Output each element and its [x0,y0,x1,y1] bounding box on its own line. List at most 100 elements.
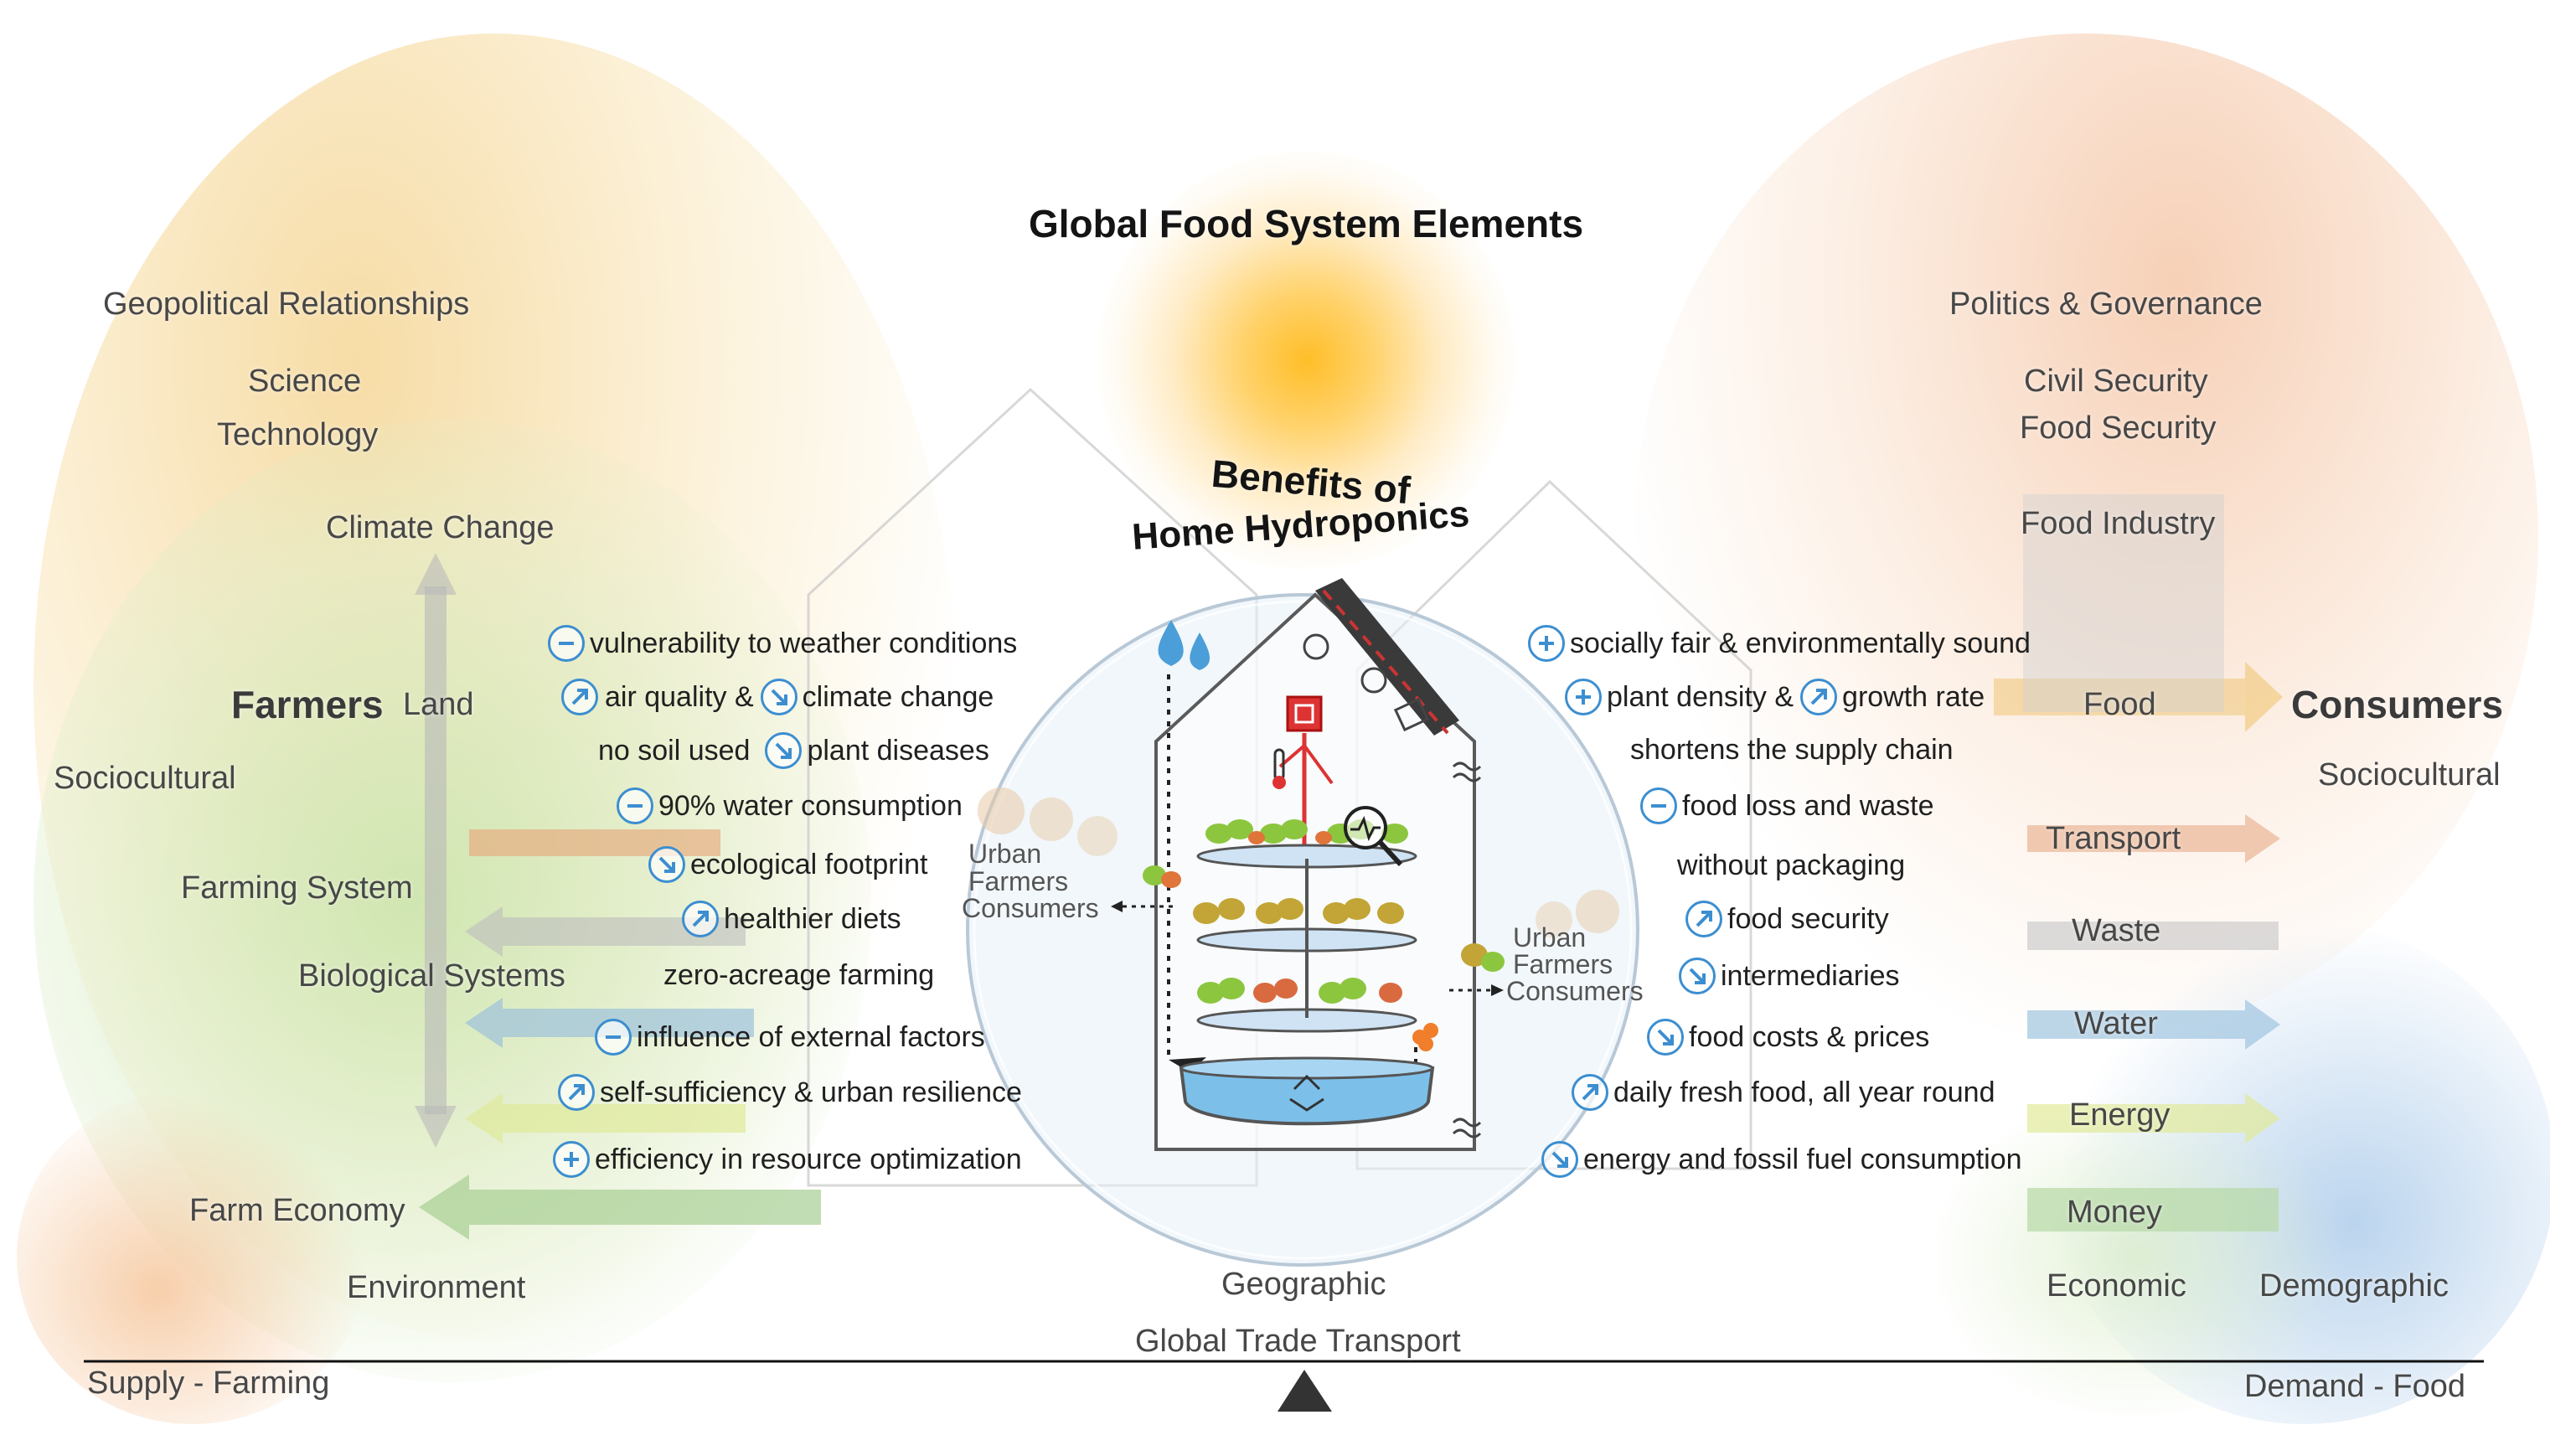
label-food-security: Food Security [2020,410,2217,446]
benefit-left-4: ecological footprint [648,846,928,883]
benefit-text: food costs & prices [1689,1021,1930,1053]
benefit-text: without packaging [1677,849,1906,881]
benefit-text: no soil used [598,735,751,767]
label-farmers: Farmers [231,683,384,726]
benefit-text-2: growth rate [1842,681,1985,713]
benefit-text: intermediaries [1721,960,1900,992]
bg-right-green [1927,1089,2346,1424]
minus-icon [1640,787,1677,824]
decrease-arrow-icon [1541,1141,1578,1178]
urban-left-line1: Urban [968,839,1042,869]
benefit-text: air quality & [605,681,754,713]
benefit-right-7: food costs & prices [1647,1019,1929,1056]
benefit-text: ecological footprint [690,849,928,880]
benefit-right-1: plant density & growth rate [1565,679,1985,715]
benefit-left-1: air quality & climate change [561,679,994,715]
label-climate-change: Climate Change [326,510,555,545]
label-geographic: Geographic [1221,1267,1386,1302]
benefit-left-2: no soil used plant diseases [598,732,989,769]
label-environment: Environment [347,1270,526,1305]
benefit-text: food loss and waste [1682,790,1934,822]
benefit-right-8: daily fresh food, all year round [1572,1074,1995,1111]
benefit-right-4: without packaging [1677,851,1905,880]
benefit-right-6: intermediaries [1679,958,1900,994]
benefit-text-2: climate change [802,681,994,713]
label-biological-systems: Biological Systems [298,958,565,994]
urban-right-line1: Urban [1513,922,1587,953]
diagram-title: Global Food System Elements [1029,202,1584,245]
label-farm-economy: Farm Economy [189,1193,405,1228]
benefit-text: socially fair & environmentally sound [1570,627,2031,659]
plus-icon [553,1141,590,1178]
label-energy: Energy [2069,1097,2171,1133]
urban-left-line3: Consumers [962,893,1099,923]
sun [1097,151,1516,570]
benefit-text: self-sufficiency & urban resilience [600,1077,1022,1108]
minus-icon [617,787,653,824]
benefit-text: plant density & [1607,681,1794,713]
benefit-text: influence of external factors [637,1021,985,1053]
increase-arrow-icon [1572,1074,1608,1111]
minus-icon [595,1019,632,1056]
benefit-right-3: food loss and waste [1640,787,1934,824]
decrease-arrow-icon [1647,1019,1684,1056]
label-geopolitical: Geopolitical Relationships [103,287,470,322]
label-demand-food: Demand - Food [2244,1369,2466,1404]
benefit-text: vulnerability to weather conditions [590,627,1018,659]
benefit-right-0: socially fair & environmentally sound [1528,625,2031,662]
label-sociocultural-right: Sociocultural [2318,757,2501,793]
benefit-right-5: food security [1685,901,1889,937]
label-waste: Waste [2072,913,2161,948]
increase-arrow-icon [561,679,598,715]
label-economic: Economic [2047,1268,2186,1304]
label-sociocultural-left: Sociocultural [54,761,236,796]
urban-right-line3: Consumers [1506,976,1644,1006]
benefit-left-8: self-sufficiency & urban resilience [558,1074,1022,1111]
increase-arrow-icon [1685,901,1722,937]
label-water: Water [2074,1006,2158,1041]
label-demographic: Demographic [2259,1268,2449,1304]
benefit-text: energy and fossil fuel consumption [1583,1144,2022,1175]
benefit-text: shortens the supply chain [1630,734,1954,766]
label-land: Land [403,687,474,722]
benefit-left-7: influence of external factors [595,1019,985,1056]
benefit-text: daily fresh food, all year round [1613,1077,1995,1108]
increase-arrow-icon [682,901,719,937]
label-farming-system: Farming System [181,870,413,906]
label-money: Money [2067,1195,2163,1230]
bg-left-orange [17,1089,369,1424]
urban-left-line2: Farmers [968,866,1069,896]
label-food-industry: Food Industry [2021,506,2216,541]
benefit-left-3: 90% water consumption [617,787,963,824]
benefit-text-2: plant diseases [807,735,989,767]
benefit-left-0: vulnerability to weather conditions [548,625,1017,662]
label-science: Science [248,364,362,399]
plus-icon [1528,625,1565,662]
label-transport: Transport [2046,821,2181,856]
benefit-text: 90% water consumption [658,790,963,822]
benefit-text: zero-acreage farming [663,959,935,991]
benefit-text: healthier diets [724,903,901,935]
bg-right-peach [1634,34,2538,1039]
label-consumers: Consumers [2291,683,2504,726]
increase-arrow-icon [1800,679,1838,715]
decrease-arrow-icon [648,846,685,883]
urban-right-line2: Farmers [1513,949,1613,979]
benefit-right-9: energy and fossil fuel consumption [1541,1141,2022,1178]
increase-arrow-icon [558,1074,595,1111]
decrease-arrow-icon [760,679,798,715]
benefit-text: efficiency in resource optimization [595,1144,1022,1175]
label-food: Food [2083,687,2156,722]
plus-icon [1565,679,1602,715]
label-supply-farming: Supply - Farming [87,1366,330,1401]
label-civil-security: Civil Security [2024,364,2208,399]
decrease-arrow-icon [1679,958,1716,994]
label-politics: Politics & Governance [1949,287,2263,322]
benefit-text: food security [1727,903,1889,935]
label-global-trade: Global Trade Transport [1135,1324,1461,1359]
benefit-left-6: zero-acreage farming [663,961,934,989]
benefit-left-5: healthier diets [682,901,901,937]
benefit-right-2: shortens the supply chain [1630,736,1954,764]
